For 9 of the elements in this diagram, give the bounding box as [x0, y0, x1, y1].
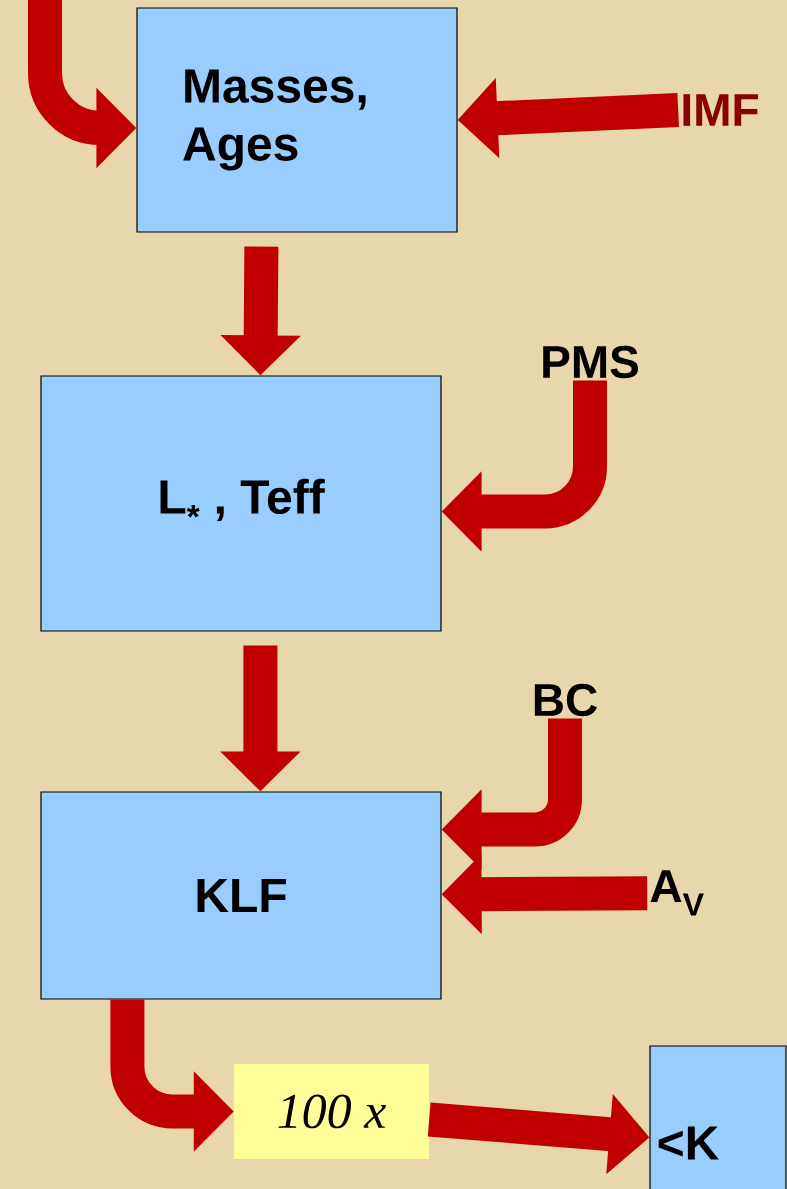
process-box: KLF — [40, 791, 442, 1000]
input-label: IMF — [683, 94, 758, 126]
process-box: Masses, Ages — [136, 7, 458, 233]
input-label: A$_{V}$ — [650, 870, 704, 916]
input-label: BC — [534, 683, 597, 717]
input-label: PMS — [543, 345, 639, 379]
process-box: L$_{*}$ , Teff — [40, 375, 442, 632]
multiplier-box: 100 x — [234, 1064, 429, 1159]
process-box: <K — [649, 1045, 787, 1189]
